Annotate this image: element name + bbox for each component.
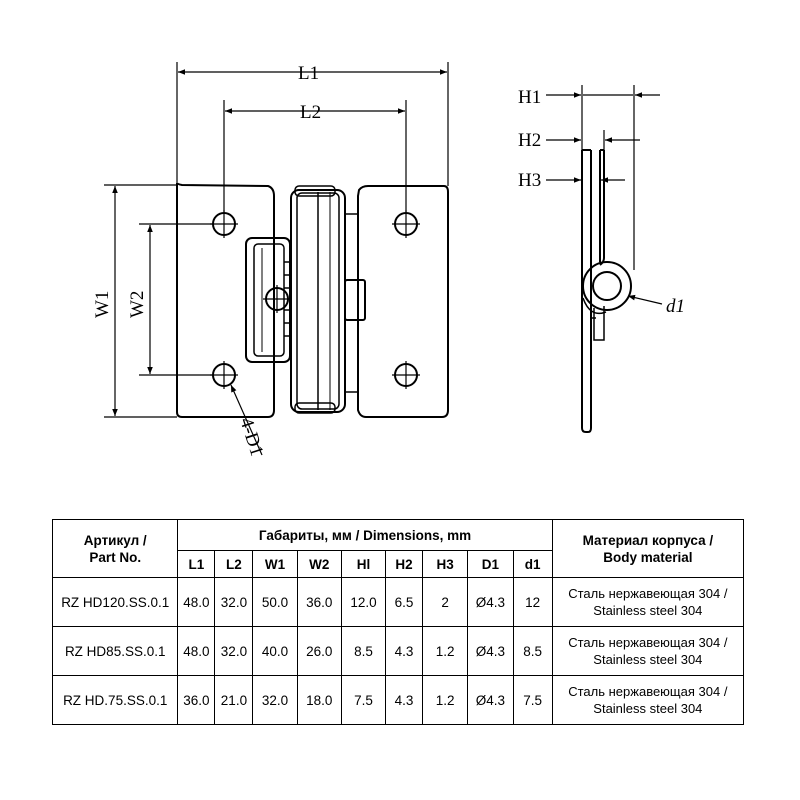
specification-table: Артикул /Part No. Габариты, мм / Dimensi… [51, 519, 745, 725]
dimension-cell: Ø4.3 [467, 577, 514, 627]
spring-block [245, 237, 291, 363]
dimension-cell: 32.0 [214, 626, 254, 676]
dimension-cell: 8.5 [512, 626, 553, 676]
right-leaf [357, 185, 449, 418]
hinge-technical-drawing: L1 L2 W1 W2 4-D1 H1 H2 H3 d1 [92, 62, 685, 459]
dimension-cell: 7.5 [340, 675, 387, 725]
dimension-cell: 36.0 [296, 577, 342, 627]
dimension-cell: 48.0 [177, 626, 216, 676]
dimension-cell: 2 [422, 577, 469, 627]
side-knuckle-pin [592, 271, 622, 301]
dimension-cell: 6.5 [385, 577, 424, 627]
dim-label-l2: L2 [300, 102, 321, 123]
dimension-cell: 26.0 [296, 626, 342, 676]
column-header: D1 [467, 550, 514, 578]
column-header: L2 [214, 550, 254, 578]
dim-label-h1: H1 [518, 87, 541, 108]
dimension-cell: 36.0 [177, 675, 216, 725]
dimension-cell: 12.0 [340, 577, 387, 627]
dimension-cell: 32.0 [214, 577, 254, 627]
dimension-cell: Ø4.3 [467, 675, 514, 725]
part-number-cell: RZ HD.75.SS.0.1 [51, 675, 179, 725]
dimension-cell: 18.0 [296, 675, 342, 725]
column-header: Hl [340, 550, 387, 578]
dim-label-w2: W2 [127, 291, 148, 318]
column-header: H2 [385, 550, 424, 578]
column-header: W1 [252, 550, 298, 578]
dimension-cell: 50.0 [252, 577, 298, 627]
side-view [581, 149, 632, 433]
part-number-cell: RZ HD85.SS.0.1 [51, 626, 179, 676]
dimension-cell: Ø4.3 [467, 626, 514, 676]
material-cell: Сталь нержавеющая 304 /Stainless steel 3… [551, 626, 745, 676]
part-number-cell: RZ HD120.SS.0.1 [51, 577, 179, 627]
dim-label-h3: H3 [518, 170, 541, 191]
dim-label-h2: H2 [518, 130, 541, 151]
left-leaf [176, 182, 275, 418]
header-part-no: Артикул /Part No. [51, 519, 179, 578]
material-cell: Сталь нержавеющая 304 /Stainless steel 3… [551, 675, 745, 725]
barrel-tab [344, 279, 366, 321]
side-knuckle-outer [582, 261, 632, 311]
header-dimensions: Габариты, мм / Dimensions, mm [177, 519, 553, 551]
dim-label-w1: W1 [92, 291, 113, 318]
dimension-cell: 7.5 [512, 675, 553, 725]
column-header: H3 [422, 550, 469, 578]
front-view [176, 182, 449, 418]
dimension-cell: 4.3 [385, 626, 424, 676]
dim-label-d1-holes: 4-D1 [235, 415, 267, 459]
dimension-cell: 40.0 [252, 626, 298, 676]
front-dimensions [104, 62, 449, 456]
dimension-cell: 1.2 [422, 626, 469, 676]
dim-label-d1-pin: d1 [666, 296, 685, 317]
material-cell: Сталь нержавеющая 304 /Stainless steel 3… [551, 577, 745, 627]
column-header: d1 [512, 550, 553, 578]
dimension-cell: 8.5 [340, 626, 387, 676]
column-header: W2 [296, 550, 342, 578]
dimension-cell: 48.0 [177, 577, 216, 627]
dim-label-l1: L1 [298, 63, 319, 84]
dimension-cell: 4.3 [385, 675, 424, 725]
side-dimensions [546, 85, 663, 305]
dimension-cell: 32.0 [252, 675, 298, 725]
dimension-cell: 1.2 [422, 675, 469, 725]
dimension-cell: 12 [512, 577, 553, 627]
header-body-material: Материал корпуса /Body material [551, 519, 745, 578]
dimension-cell: 21.0 [214, 675, 254, 725]
column-header: L1 [177, 550, 216, 578]
